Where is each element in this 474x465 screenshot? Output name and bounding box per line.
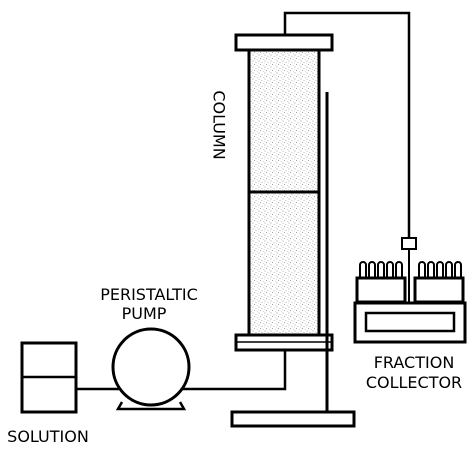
column	[234, 33, 334, 352]
outlet-tubing	[283, 11, 411, 238]
pump-label-line1: PERISTALTIC	[100, 285, 198, 304]
support-stand	[230, 92, 356, 428]
column-packing-upper	[250, 50, 318, 192]
collector-rack-right	[413, 276, 465, 304]
outlet-drip-tip	[401, 237, 417, 250]
solution-label: SOLUTION	[7, 427, 89, 446]
solution-reservoir-icon	[20, 341, 78, 414]
pump-to-column-tubing	[180, 350, 287, 391]
collector-rack-left	[355, 276, 407, 304]
pump-label-line2: PUMP	[122, 304, 167, 323]
column-top-cap	[234, 33, 334, 52]
stand-base	[230, 410, 356, 428]
collector-label-line2: COLLECTOR	[366, 373, 462, 392]
column-packing-lower	[250, 192, 318, 335]
peristaltic-pump-icon	[111, 327, 191, 411]
fraction-collector-icon	[353, 261, 467, 344]
column-label: COLUMN	[210, 90, 229, 159]
collector-display-panel	[364, 311, 456, 333]
pump-head	[111, 327, 191, 407]
collector-label-line1: FRACTION	[374, 353, 455, 372]
